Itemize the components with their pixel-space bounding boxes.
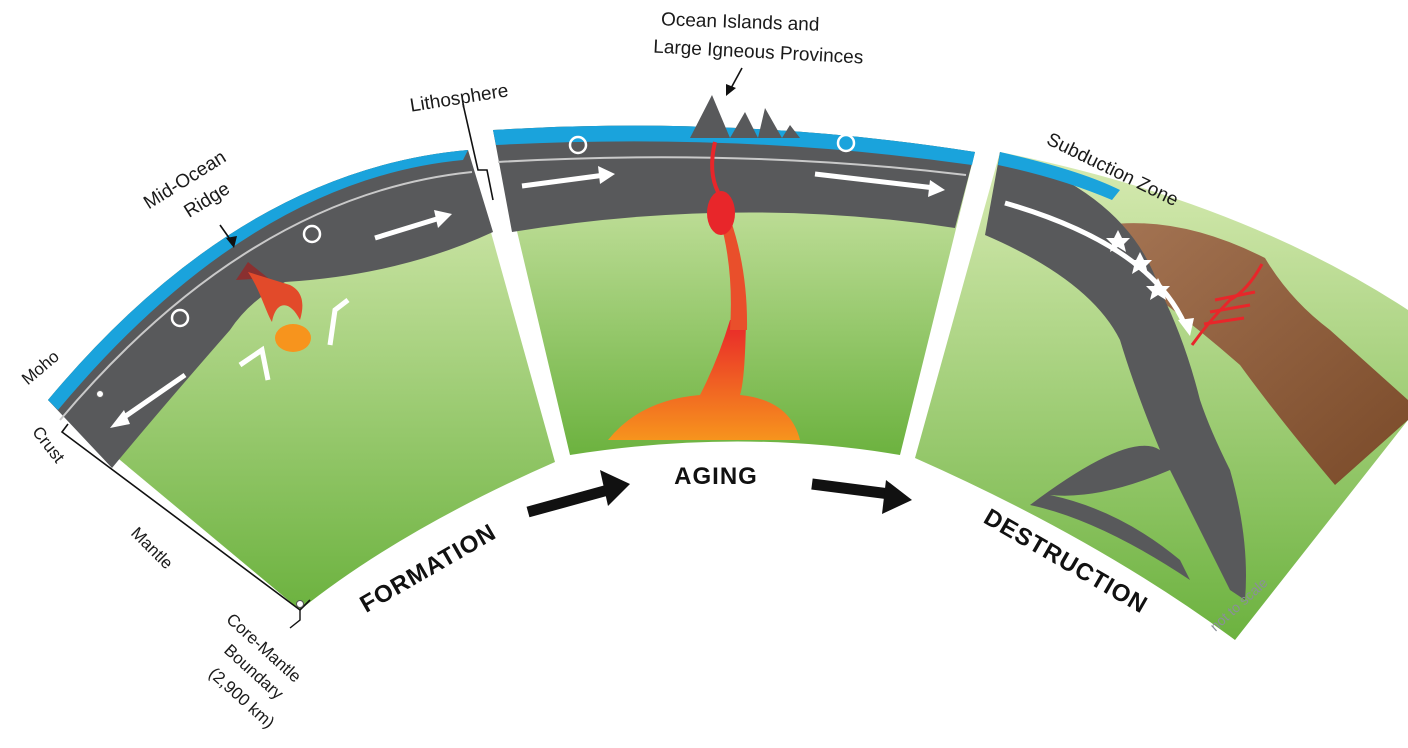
- moho-marker: [97, 391, 104, 398]
- ocean-islands-label-2: Large Igneous Provinces: [653, 37, 864, 69]
- mantle-label: Mantle: [127, 523, 177, 573]
- aging-stage-label: AGING: [674, 463, 758, 490]
- lithosphere-label: Lithosphere: [408, 80, 509, 116]
- stage-arrow-icon: [528, 490, 608, 512]
- stage-arrow-icon: [882, 480, 912, 514]
- aging-panel: [493, 68, 975, 455]
- core-mantle-marker: [297, 601, 304, 608]
- cmb-leader: [290, 610, 300, 628]
- ocean-islands-label-1: Ocean Islands and: [661, 9, 820, 36]
- ocean-islands-arrowhead: [726, 84, 736, 96]
- plume-head: [707, 191, 735, 235]
- crust-label: Crust: [28, 423, 68, 467]
- moho-label: Moho: [18, 347, 63, 389]
- stage-arrow-icon: [812, 484, 890, 494]
- stage-arrow-icon: [600, 470, 630, 506]
- destruction-panel: [915, 152, 1408, 640]
- ridge-magma-blob: [275, 324, 311, 352]
